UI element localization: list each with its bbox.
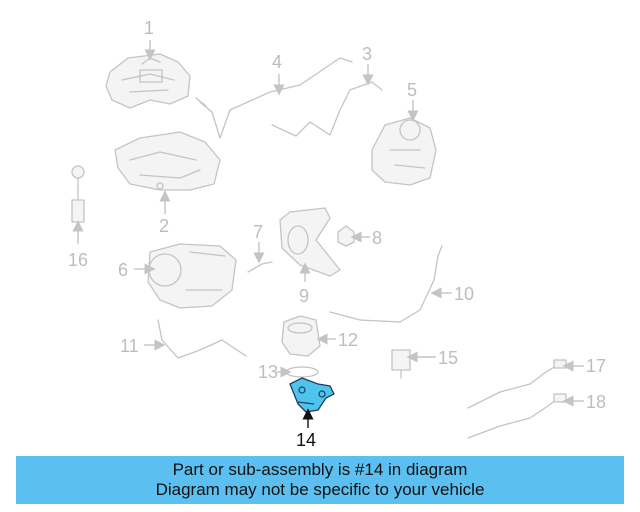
callout-1[interactable]: 1: [144, 18, 154, 38]
callout-5[interactable]: 5: [407, 80, 417, 100]
callout-7[interactable]: 7: [253, 222, 263, 242]
part-13-gasket[interactable]: [285, 366, 319, 378]
callout-10[interactable]: 10: [454, 284, 474, 304]
info-banner: Part or sub-assembly is #14 in diagram D…: [16, 456, 624, 504]
callout-14[interactable]: 14: [296, 430, 316, 450]
callout-9[interactable]: 9: [299, 286, 309, 306]
callout-18[interactable]: 18: [586, 392, 606, 412]
callout-6[interactable]: 6: [118, 260, 128, 280]
part-12-valve-body[interactable]: [281, 315, 321, 357]
part-5-valve[interactable]: [371, 117, 437, 186]
part-3-hose[interactable]: [271, 81, 383, 137]
parts-diagram: 1 2 4 3 5 16 6: [68, 18, 606, 450]
callout-16[interactable]: 16: [68, 250, 88, 270]
part-14-mount-bracket[interactable]: [289, 377, 335, 413]
part-4-hose[interactable]: [195, 57, 353, 139]
part-15-sensor[interactable]: [391, 349, 411, 379]
part-11-hose[interactable]: [157, 319, 247, 359]
part-2-lower-cover[interactable]: [114, 131, 221, 191]
callout-3[interactable]: 3: [362, 44, 372, 64]
callout-12[interactable]: 12: [338, 330, 358, 350]
part-17-oxygen-sensor[interactable]: [467, 359, 567, 409]
part-6-air-pump[interactable]: [147, 243, 237, 309]
callout-2[interactable]: 2: [159, 216, 169, 236]
part-1-engine-cover[interactable]: [105, 53, 191, 109]
part-16-sensor[interactable]: [71, 165, 85, 223]
part-7-check-valve[interactable]: [247, 261, 273, 273]
banner-line-2: Diagram may not be specific to your vehi…: [155, 480, 485, 499]
callout-4[interactable]: 4: [272, 52, 282, 72]
banner-line-1: Part or sub-assembly is #14 in diagram: [172, 460, 468, 479]
callout-11[interactable]: 11: [120, 336, 139, 356]
callout-13[interactable]: 13: [258, 362, 278, 382]
callout-8[interactable]: 8: [372, 228, 382, 248]
part-9-bracket[interactable]: [279, 207, 341, 277]
callout-17[interactable]: 17: [586, 356, 606, 376]
callout-15[interactable]: 15: [438, 348, 458, 368]
part-8-nut[interactable]: [337, 225, 355, 247]
part-10-pipe[interactable]: [329, 245, 443, 323]
